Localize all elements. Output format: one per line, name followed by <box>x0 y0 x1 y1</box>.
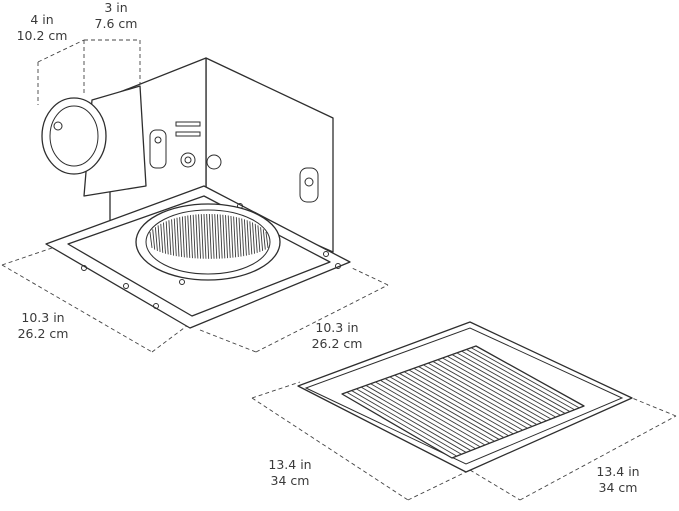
housing-depth-label: 10.3 in 26.2 cm <box>12 310 74 342</box>
vane-line <box>192 214 196 259</box>
vane-line <box>171 219 175 256</box>
vane-line <box>243 219 247 256</box>
grille-slat <box>437 359 547 422</box>
grille-slat <box>432 361 542 424</box>
grille-slat <box>456 352 566 414</box>
grille-slat <box>403 371 514 435</box>
grille-slat <box>389 376 500 440</box>
vane-line <box>219 214 223 259</box>
grille-slat <box>461 350 571 412</box>
grille-slat <box>370 383 481 448</box>
vane-line <box>154 227 158 251</box>
housing-depth-imperial: 10.3 in <box>21 310 65 325</box>
vane-line <box>160 223 164 253</box>
grille-slat <box>351 390 462 455</box>
grille-slat <box>360 386 472 451</box>
grille-slat <box>380 379 490 444</box>
grille-width-imperial: 13.4 in <box>596 464 640 479</box>
grille-slat <box>470 347 580 409</box>
grille-slat <box>408 369 519 433</box>
vane-line <box>214 214 218 259</box>
vane-line <box>198 214 202 259</box>
vane-line <box>257 225 261 253</box>
grille-slat <box>466 349 575 411</box>
vane-line <box>157 225 161 253</box>
grille-slat <box>423 364 533 427</box>
vane-line <box>206 213 210 259</box>
grille-slat <box>451 354 561 416</box>
grille-depth-metric: 34 cm <box>270 473 310 488</box>
duct-collar <box>41 85 147 197</box>
vane-line <box>176 217 180 257</box>
housing-width-metric: 26.2 cm <box>311 336 363 351</box>
duct-diameter-metric: 10.2 cm <box>16 28 68 43</box>
housing-depth-metric: 26.2 cm <box>17 326 69 341</box>
grille-width-metric: 34 cm <box>598 480 638 495</box>
vane-line <box>265 232 269 248</box>
vane-line <box>246 220 250 256</box>
grille-slat <box>442 357 552 420</box>
vane-line <box>233 216 237 258</box>
grille-depth-imperial: 13.4 in <box>268 457 312 472</box>
vane-line <box>190 215 193 259</box>
grille-slat <box>384 378 495 442</box>
grille-slat <box>346 391 457 457</box>
grille-slat <box>399 373 509 437</box>
vane-line <box>230 215 234 258</box>
vane-line <box>163 222 166 254</box>
housing-width-imperial: 10.3 in <box>315 320 359 335</box>
duct-diameter-label: 4 in 10.2 cm <box>16 12 68 44</box>
vane-line <box>252 222 255 254</box>
vane-line <box>149 232 153 248</box>
housing-dimension-lines <box>1 39 389 353</box>
grille-dimension-lines <box>251 381 677 501</box>
vane-line <box>241 218 245 257</box>
vane-line <box>184 215 188 258</box>
grille-slat <box>413 367 523 431</box>
grille-slat <box>356 388 467 453</box>
vane-line <box>211 214 215 259</box>
vane-line <box>225 215 228 259</box>
grille-slat <box>447 355 556 418</box>
vane-line <box>227 215 231 258</box>
blower-wheel-vanes <box>149 213 269 259</box>
vane-line <box>179 217 183 257</box>
vane-line <box>181 216 185 258</box>
vane-line <box>262 229 266 250</box>
vane-line <box>238 217 242 257</box>
vane-line <box>187 215 191 258</box>
vane-line <box>260 227 264 251</box>
duct-diameter-imperial: 4 in <box>30 12 54 27</box>
grille-slat <box>394 374 505 438</box>
vane-line <box>222 214 226 259</box>
duct-height-metric: 7.6 cm <box>94 16 138 31</box>
housing-width-label: 10.3 in 26.2 cm <box>306 320 368 352</box>
grille-width-label: 13.4 in 34 cm <box>590 464 646 496</box>
grille-slat <box>365 385 476 450</box>
vane-line <box>203 214 207 259</box>
duct-height-label: 3 in 7.6 cm <box>88 0 144 32</box>
vane-line <box>200 214 204 259</box>
vane-line <box>168 220 172 256</box>
vane-line <box>173 218 177 257</box>
vane-line <box>235 217 239 257</box>
grille-depth-label: 13.4 in 34 cm <box>262 457 318 489</box>
grille-slat <box>418 366 528 429</box>
vane-line <box>208 213 212 259</box>
grille-slat <box>375 381 486 446</box>
grille-slats <box>346 347 580 457</box>
vane-line <box>249 221 253 255</box>
vane-line <box>195 214 199 259</box>
grille-slat <box>427 362 538 425</box>
vane-line <box>165 221 169 255</box>
vane-line <box>152 229 156 250</box>
vane-line <box>216 214 220 259</box>
vane-line <box>254 223 258 253</box>
duct-height-imperial: 3 in <box>104 0 128 15</box>
